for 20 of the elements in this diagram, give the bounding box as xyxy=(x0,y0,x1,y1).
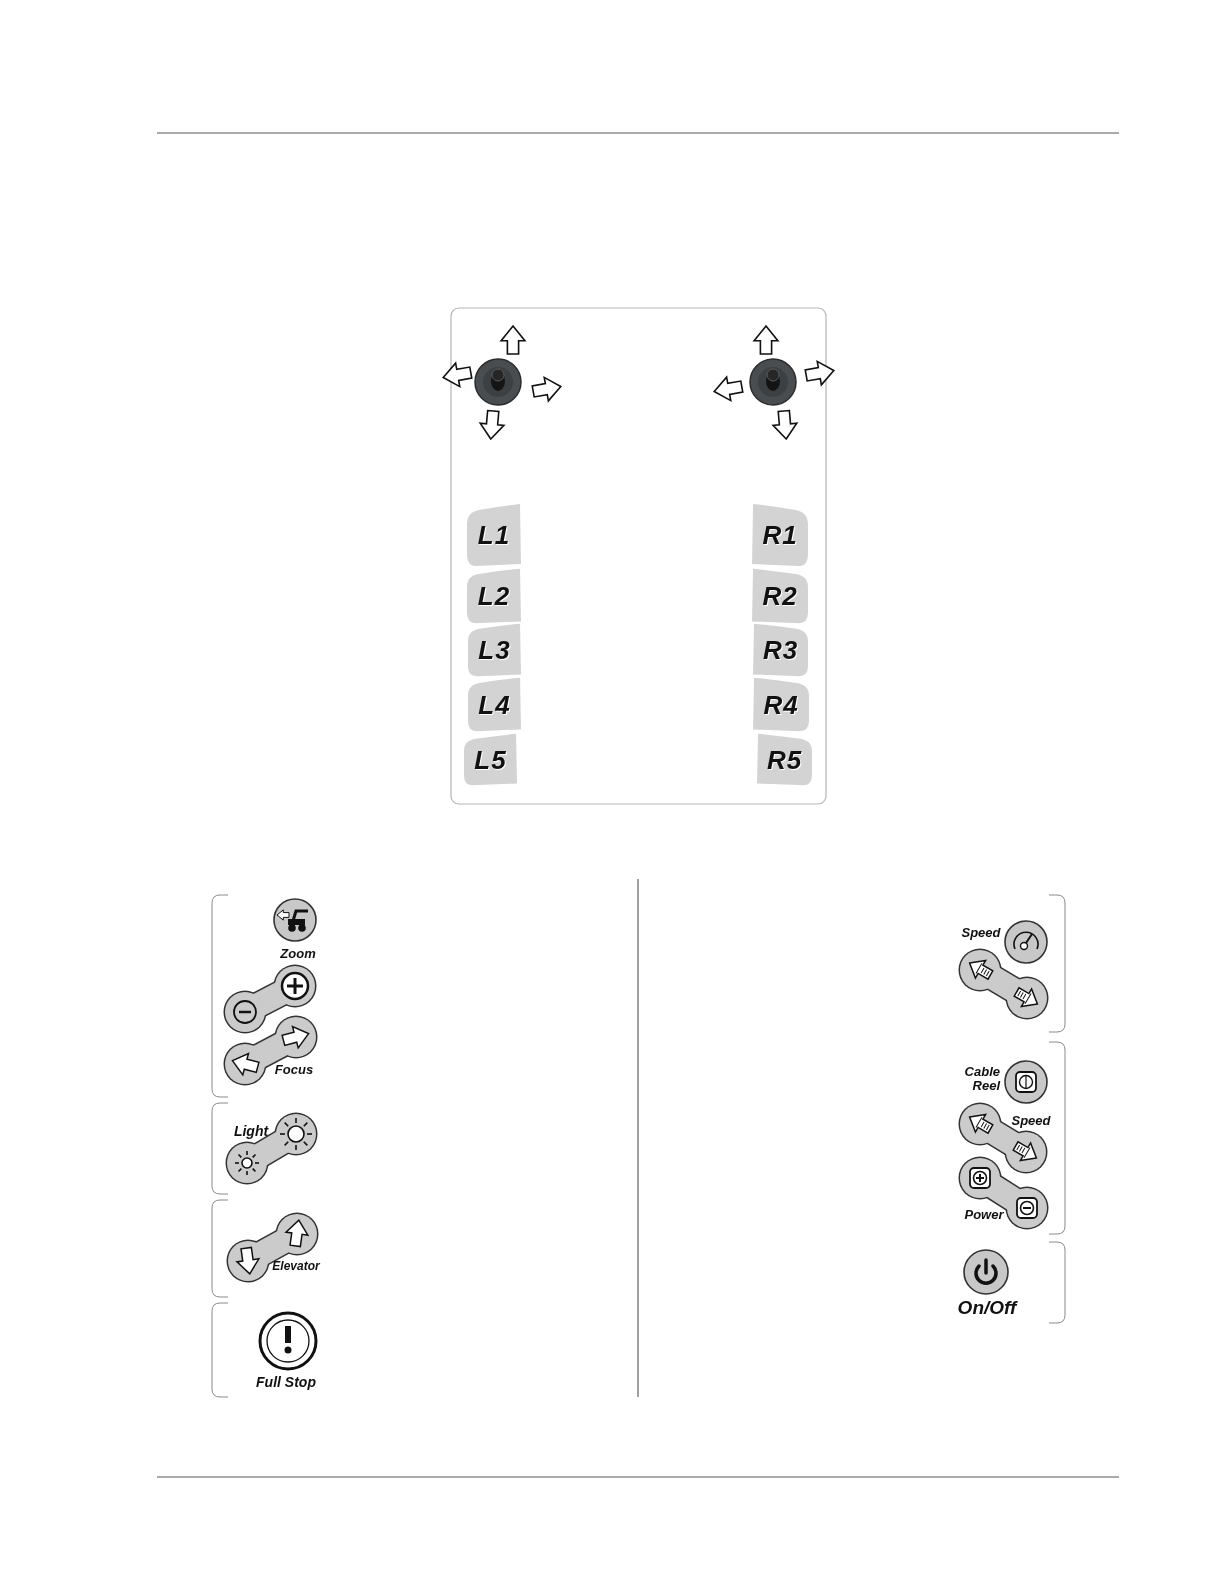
button-caption: On/Off xyxy=(957,1297,1017,1319)
button-caption: Speed xyxy=(961,925,1001,941)
side-button: L5 xyxy=(463,733,518,786)
side-button: L4 xyxy=(467,677,522,732)
side-button: R2 xyxy=(751,568,809,624)
side-button: L2 xyxy=(466,568,522,624)
button-caption: Full Stop xyxy=(256,1375,316,1391)
side-button: L1 xyxy=(466,503,522,567)
button-caption: Elevator xyxy=(272,1260,320,1274)
button-caption: Speed xyxy=(1011,1113,1051,1129)
button-caption: Zoom xyxy=(280,946,316,962)
button-caption: Light xyxy=(233,1124,269,1140)
side-button: R3 xyxy=(752,623,809,677)
button-caption: Focus xyxy=(274,1062,314,1078)
side-button: R5 xyxy=(756,733,813,786)
button-caption: Power xyxy=(964,1207,1004,1223)
button-caption: Cable Reel xyxy=(963,1064,1000,1094)
side-button: L3 xyxy=(467,623,522,677)
side-button: R4 xyxy=(752,677,810,732)
side-button: R1 xyxy=(751,503,809,567)
